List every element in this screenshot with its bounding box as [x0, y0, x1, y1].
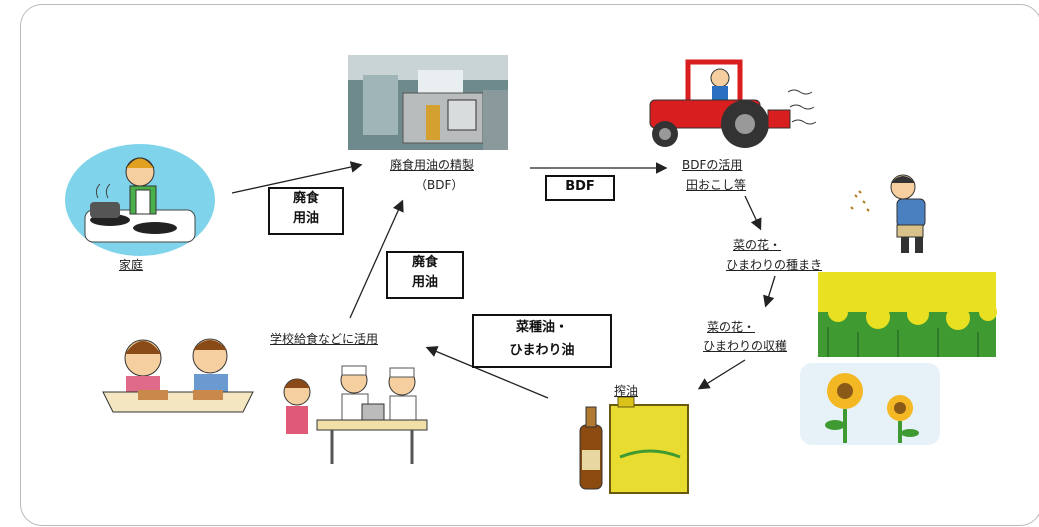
sowing-farmer-illustration: [850, 174, 926, 253]
waste-oil-box-1: 廃食 用油: [268, 187, 344, 235]
home-cooking-illustration: [65, 144, 215, 256]
veg-oil-box-line2: ひまわり油: [509, 343, 575, 358]
canola-field-illustration: [818, 272, 997, 357]
waste-oil-box-2-line1: 廃食: [411, 255, 438, 270]
node-sow-line1: 菜の花・: [733, 238, 782, 252]
arrow-school-to-refine: [349, 199, 404, 319]
arrow-use-to-sow: [744, 195, 762, 231]
school-lunch-illustration: [283, 365, 428, 464]
arrow-sow-to-harvest: [763, 275, 776, 308]
veg-oil-box: 菜種油・ ひまわり油: [472, 314, 612, 368]
waste-oil-box-1-line1: 廃食: [292, 191, 319, 206]
arrow-harvest-to-press: [697, 359, 746, 390]
node-use-line1: BDFの活用: [682, 158, 743, 172]
node-school-label: 学校給食などに活用: [270, 332, 379, 346]
veg-oil-box-line1: 菜種油・: [515, 320, 568, 335]
node-home-label: 家庭: [119, 258, 144, 272]
node-sow-line2: ひまわりの種まき: [726, 258, 823, 272]
bdf-box: BDF: [545, 175, 615, 201]
arrow-press-to-school: [425, 346, 549, 399]
waste-oil-box-1-line2: 用油: [292, 211, 319, 226]
refinery-photo: [348, 55, 508, 150]
arrow-home-to-refine: [231, 161, 363, 194]
kids-eating-illustration: [102, 338, 254, 413]
oil-bottles-illustration: [579, 396, 689, 494]
waste-oil-box-2-line2: 用油: [411, 275, 438, 290]
node-refine-line1: 廃食用油の精製: [390, 158, 475, 172]
bdf-box-label: BDF: [565, 179, 595, 194]
node-refine-line2: （BDF）: [415, 178, 464, 192]
node-harvest-line2: ひまわりの収穫: [703, 339, 788, 353]
node-use-line2: 田おこし等: [686, 178, 747, 192]
waste-oil-box-2: 廃食 用油: [386, 251, 464, 299]
node-harvest-line1: 菜の花・: [707, 320, 756, 334]
sunflower-illustration: [800, 363, 940, 445]
node-press-label: 搾油: [614, 384, 639, 398]
tractor-illustration: [649, 59, 817, 148]
